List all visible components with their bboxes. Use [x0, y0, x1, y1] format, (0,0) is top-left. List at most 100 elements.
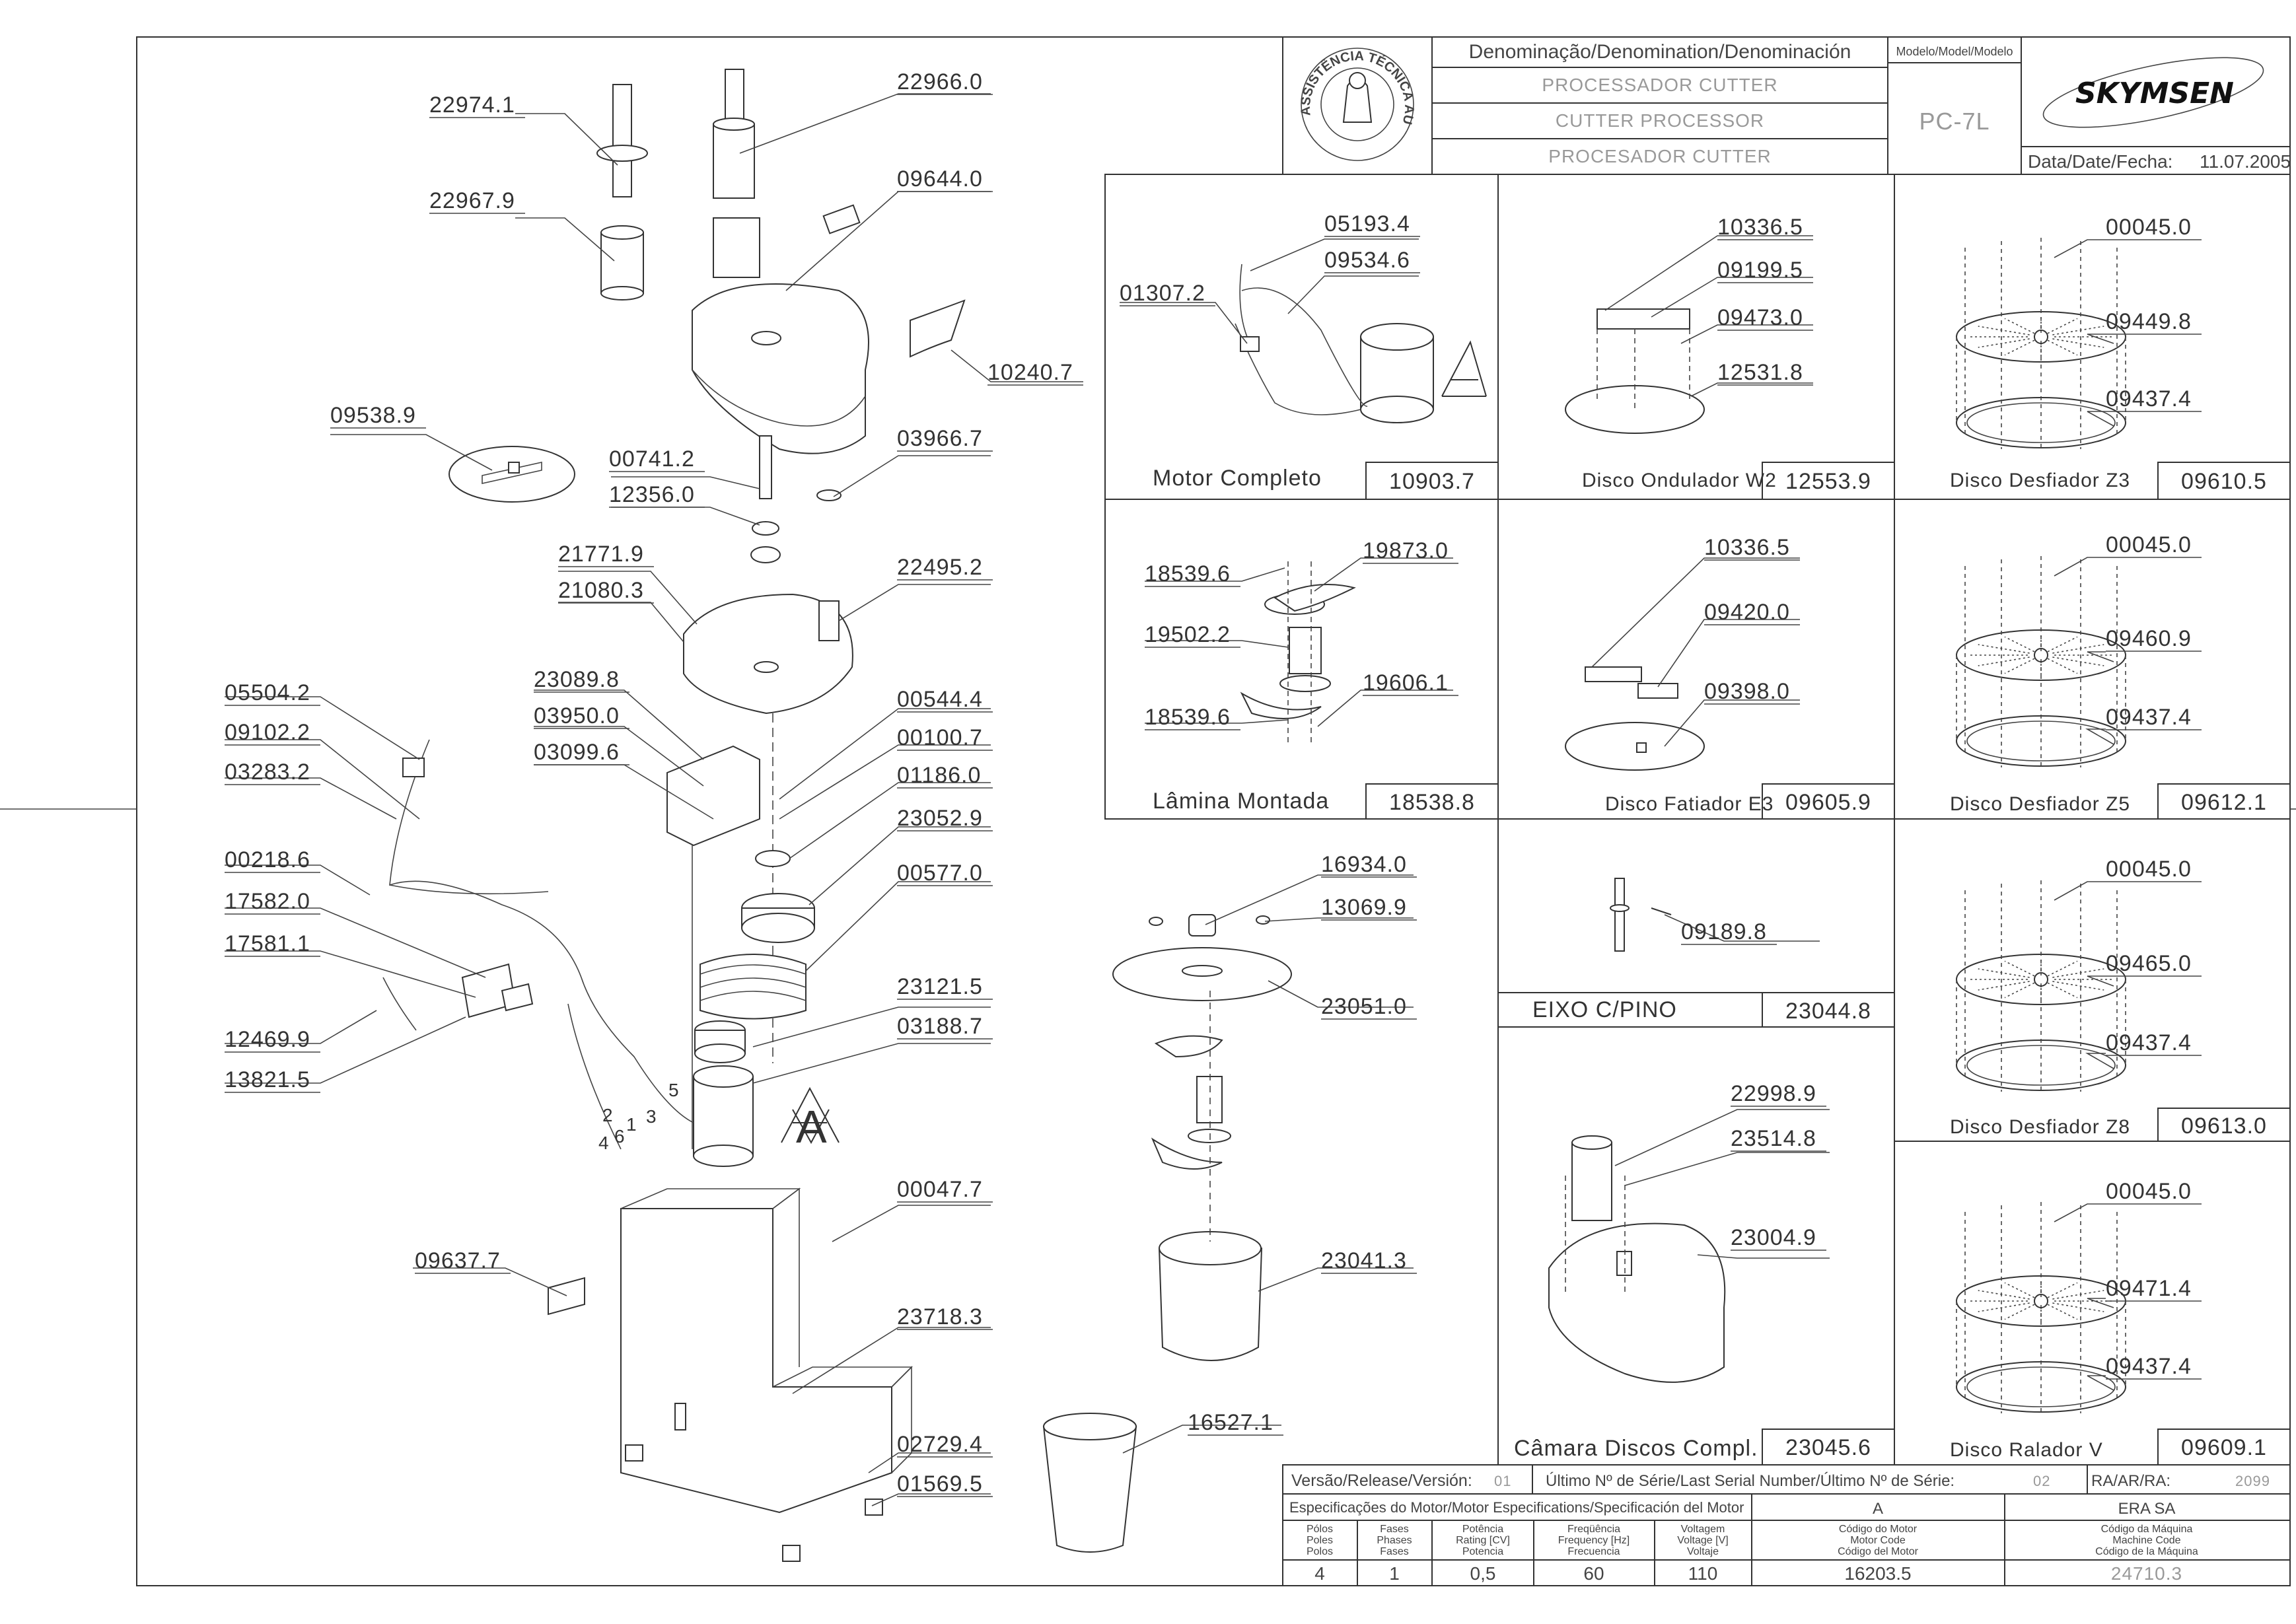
- panel-desfiador_z5-label-09437-4: 09437.4: [2106, 705, 2192, 730]
- bracket-23089: [666, 745, 760, 847]
- blade-bottom: [1151, 1137, 1223, 1170]
- wire-number-5: 5: [668, 1080, 679, 1100]
- panel-ondulador-label-12531-8: 12531.8: [1717, 360, 1803, 385]
- spec-header-3-2: Frecuencia: [1567, 1546, 1620, 1557]
- spec-header-5-2: Código del Motor: [1838, 1546, 1919, 1557]
- shaft-22974: [612, 84, 632, 197]
- panel-part-labels: 05193.409534.601307.210336.509199.509473…: [1120, 211, 2202, 1391]
- caption-ondulador: Disco Ondulador W2: [1582, 470, 1777, 491]
- main-exploded-view: A: [382, 69, 1292, 1562]
- spec-header-5-1: Motor Code: [1850, 1535, 1906, 1546]
- part-label-23041-3: 23041.3: [1321, 1248, 1407, 1273]
- spec-header-0-1: Poles: [1307, 1535, 1333, 1546]
- spec-header-4-0: Voltagem: [1681, 1524, 1725, 1535]
- panel-fatiador-label-09420-0: 09420.0: [1704, 600, 1790, 625]
- disc-drawing-2: [1956, 880, 2126, 1092]
- caption-fatiador: Disco Fatiador E3: [1605, 793, 1774, 815]
- caption-lamina: Lâmina Montada: [1153, 789, 1329, 814]
- version-value: 01: [1494, 1473, 1511, 1489]
- spec-value-4: 110: [1688, 1563, 1718, 1584]
- spec-header-0-2: Polos: [1307, 1546, 1333, 1557]
- spec-value-3: 60: [1583, 1563, 1604, 1584]
- bowl-23041: [1158, 1248, 1263, 1361]
- part-label-00218-6: 00218.6: [225, 847, 310, 872]
- denomination-en: CUTTER PROCESSOR: [1556, 110, 1764, 131]
- part-label-22495-2: 22495.2: [897, 555, 983, 580]
- wire-number-2: 2: [602, 1105, 613, 1125]
- panel-desfiador_z3-label-09437-4: 09437.4: [2106, 386, 2192, 411]
- part-label-05504-2: 05504.2: [225, 680, 310, 705]
- spec-value-6: 24710.3: [2111, 1563, 2182, 1584]
- brand-logo: SKYMSEN: [2042, 57, 2264, 128]
- panel-motor-label-05193-4: 05193.4: [1324, 211, 1410, 236]
- spec-value-5: 16203.5: [1844, 1563, 1911, 1584]
- main-part-labels: 22974.122966.022967.909644.010240.709538…: [225, 69, 1417, 1497]
- blade-top: [1154, 1035, 1223, 1058]
- part-label-17581-1: 17581.1: [225, 931, 310, 956]
- panel-desfiador_z3-label-00045-0: 00045.0: [2106, 215, 2192, 240]
- lid: [692, 283, 869, 454]
- part-label-09644-0: 09644.0: [897, 166, 983, 192]
- denomination-es: PROCESADOR CUTTER: [1548, 146, 1771, 166]
- version-label: Versão/Release/Versión:: [1291, 1471, 1472, 1490]
- spec-header-6-1: Machine Code: [2112, 1535, 2180, 1546]
- part-label-00577-0: 00577.0: [897, 861, 983, 886]
- code-desfiador-z8: 09613.0: [2181, 1113, 2267, 1139]
- part-label-23052-9: 23052.9: [897, 806, 983, 831]
- part-label-23089-8: 23089.8: [534, 667, 620, 692]
- panel-ondulador-label-10336-5: 10336.5: [1717, 215, 1803, 240]
- part-label-22967-9: 22967.9: [429, 188, 515, 213]
- panel-ondulador-label-09473-0: 09473.0: [1717, 305, 1803, 330]
- code-lamina: 18538.8: [1389, 790, 1475, 815]
- disc-drawing-1: [1956, 556, 2126, 767]
- spec-header-1-1: Phases: [1377, 1535, 1412, 1546]
- seal-text: ASSISTÊNCIA TÉCNICA AUTORIZADA: [0, 0, 1416, 126]
- denomination-pt: PROCESSADOR CUTTER: [1542, 75, 1777, 95]
- wire-number-6: 6: [614, 1126, 625, 1147]
- code-camara: 23045.6: [1785, 1435, 1871, 1460]
- disc-drawing-0: [1956, 238, 2126, 449]
- part-label-21771-9: 21771.9: [558, 542, 644, 567]
- assembly-letter: A: [796, 1101, 828, 1152]
- part-label-13821-5: 13821.5: [225, 1067, 310, 1092]
- part-label-22966-0: 22966.0: [897, 69, 983, 94]
- spec-header-6-0: Código da Máquina: [2101, 1524, 2193, 1535]
- part-label-03950-0: 03950.0: [534, 703, 620, 728]
- ra-label: RA/AR/RA:: [2091, 1472, 2170, 1490]
- code-ralador: 09609.1: [2181, 1435, 2267, 1460]
- panel-lamina-label-19606-1: 19606.1: [1363, 670, 1449, 695]
- panel-lamina-label-18539-6: 18539.6: [1145, 705, 1231, 730]
- panel-fatiador-drawing: [1565, 557, 1800, 771]
- part-label-23121-5: 23121.5: [897, 974, 983, 999]
- spec-header-3-1: Frequency [Hz]: [1558, 1535, 1630, 1546]
- part-label-03966-7: 03966.7: [897, 426, 983, 451]
- panel-eixo-drawing: [1610, 878, 1820, 952]
- motor-letter: A: [1873, 1500, 1883, 1518]
- spec-header-3-0: Freqüência: [1567, 1524, 1620, 1535]
- part-label-01186-0: 01186.0: [897, 763, 981, 788]
- panel-lamina-drawing: [1145, 557, 1453, 746]
- leader-lines: [225, 93, 1414, 1506]
- caption-desfiador-z3: Disco Desfiador Z3: [1950, 470, 2130, 491]
- motor: [693, 1076, 754, 1156]
- code-eixo: 23044.8: [1785, 999, 1871, 1024]
- part-label-09538-9: 09538.9: [330, 403, 416, 428]
- wiring: [389, 739, 694, 1123]
- panel-desfiador_z8-label-09465-0: 09465.0: [2106, 951, 2192, 976]
- cup-16527: [1042, 1426, 1137, 1553]
- denomination-header: Denominação/Denomination/Denominación: [1469, 41, 1851, 63]
- part-label-01569-5: 01569.5: [897, 1471, 983, 1497]
- seal-logo: ASSISTÊNCIA TÉCNICA AUTORIZADA: [0, 0, 1416, 161]
- panel-eixo-label-09189-8: 09189.8: [1681, 919, 1767, 944]
- ra-value: 2099: [2235, 1473, 2270, 1489]
- code-motor: 10903.7: [1389, 469, 1475, 494]
- spec-value-1: 1: [1389, 1563, 1400, 1584]
- date-label: Data/Date/Fecha:: [2028, 151, 2172, 172]
- svg-text:ASSISTÊNCIA TÉCNICA AUTORIZADA: ASSISTÊNCIA TÉCNICA AUTORIZADA: [0, 0, 1416, 126]
- caption-desfiador-z8: Disco Desfiador Z8: [1950, 1116, 2130, 1138]
- panel-desfiador_z3-label-09449-8: 09449.8: [2106, 309, 2192, 334]
- part-label-09637-7: 09637.7: [415, 1248, 501, 1273]
- panel-desfiador_z8-label-09437-4: 09437.4: [2106, 1030, 2192, 1055]
- caption-ralador: Disco Ralador V: [1950, 1439, 2103, 1461]
